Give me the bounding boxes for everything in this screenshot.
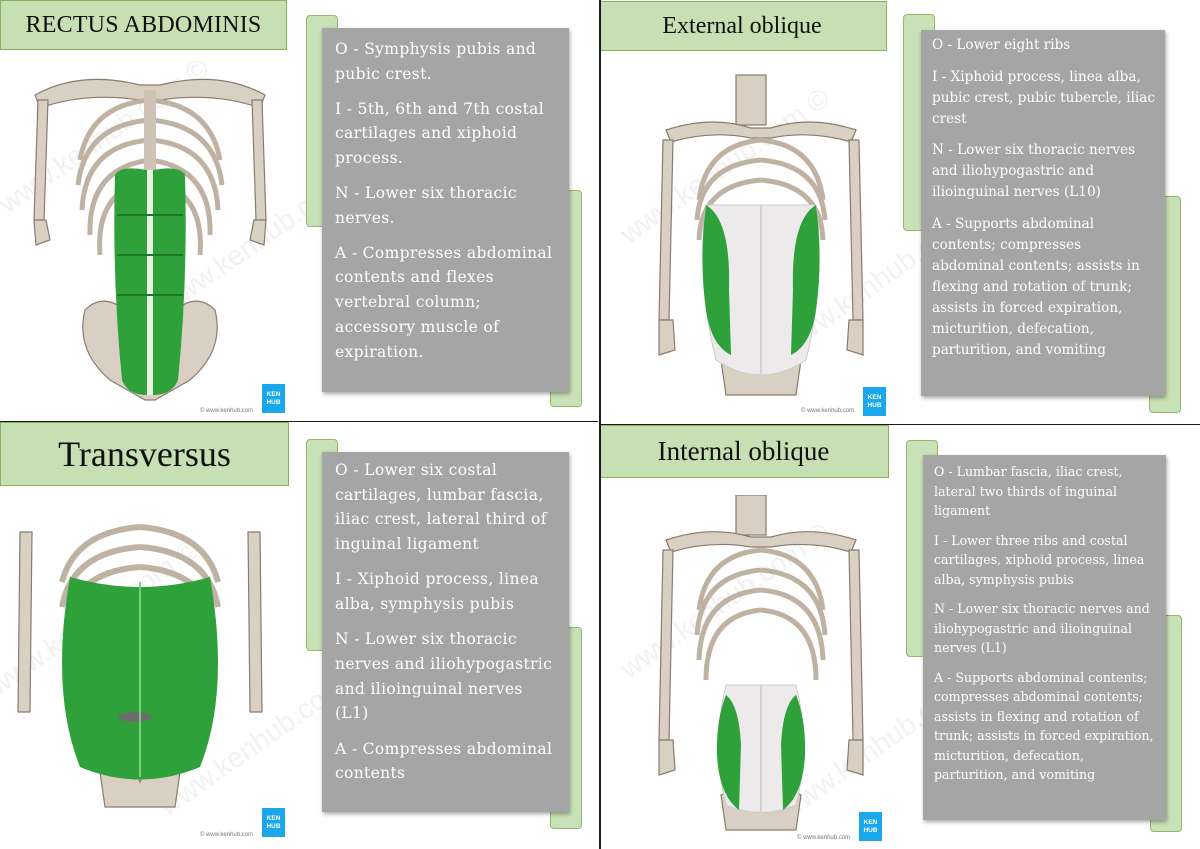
origin-text: O - Lower six costal cartilages, lumbar … bbox=[335, 461, 547, 554]
panel-title: Internal oblique bbox=[601, 425, 889, 478]
external-oblique-muscle bbox=[702, 204, 820, 376]
horizontal-divider-left bbox=[0, 421, 598, 422]
insertion-text: I - 5th, 6th and 7th costal cartilages a… bbox=[335, 99, 545, 168]
copyright-text: © www.kenhub.com bbox=[797, 835, 851, 841]
panel-internal-oblique: www.kenhub.com © www.kenhub.com © Intern… bbox=[601, 425, 1200, 849]
vertical-divider bbox=[599, 0, 601, 849]
copyright-text: © www.kenhub.com bbox=[801, 408, 855, 414]
nerve-text: N - Lower six thoracic nerves. bbox=[335, 183, 517, 227]
transversus-illustration bbox=[17, 524, 263, 808]
info-card: O - Symphysis pubis and pubic crest. I -… bbox=[322, 28, 569, 392]
origin-text: O - Lumbar fascia, iliac crest, lateral … bbox=[934, 464, 1123, 518]
action-text: A - Supports abdominal contents; compres… bbox=[934, 669, 1154, 783]
rectus-muscle bbox=[114, 168, 186, 395]
action-text: A - Compresses abdominal contents bbox=[335, 739, 553, 783]
internal-oblique-muscle bbox=[716, 684, 806, 813]
panel-title: RECTUS ABDOMINIS bbox=[0, 0, 287, 50]
nerve-text: N - Lower six thoracic nerves and iliohy… bbox=[932, 142, 1136, 200]
panel-title: Transversus bbox=[0, 422, 289, 486]
nerve-text: N - Lower six thoracic nerves and iliohy… bbox=[934, 601, 1150, 655]
panel-rectus-abdominis: www.kenhub.com © www.kenhub.com © bbox=[0, 0, 599, 421]
insertion-text: I - Xiphoid process, linea alba, pubic c… bbox=[932, 68, 1155, 127]
insertion-text: I - Lower three ribs and costal cartilag… bbox=[934, 532, 1145, 587]
origin-text: O - Lower eight ribs bbox=[932, 37, 1071, 53]
transversus-muscle bbox=[62, 577, 218, 780]
copyright-text: © www.kenhub.com bbox=[200, 832, 254, 838]
nerve-text: N - Lower six thoracic nerves and iliohy… bbox=[335, 630, 553, 723]
rectus-abdominis-illustration bbox=[33, 78, 267, 401]
copyright-text: © www.kenhub.com bbox=[200, 408, 254, 414]
panel-transversus: www.kenhub.com © www.kenhub.com © Transv… bbox=[0, 422, 599, 849]
info-card: O - Lumbar fascia, iliac crest, lateral … bbox=[923, 455, 1166, 820]
action-text: A - Compresses abdominal contents and fl… bbox=[335, 243, 553, 361]
info-card: O - Lower eight ribs I - Xiphoid process… bbox=[921, 30, 1165, 396]
info-card: O - Lower six costal cartilages, lumbar … bbox=[322, 452, 569, 812]
horizontal-divider-right bbox=[601, 424, 1200, 425]
internal-oblique-illustration bbox=[658, 495, 864, 831]
action-text: A - Supports abdominal contents; compres… bbox=[932, 215, 1140, 358]
insertion-text: I - Xiphoid process, linea alba, symphys… bbox=[335, 570, 539, 614]
panel-title: External oblique bbox=[601, 1, 887, 51]
panel-external-oblique: www.kenhub.com © www.kenhub.com © Extern… bbox=[601, 0, 1200, 424]
origin-text: O - Symphysis pubis and pubic crest. bbox=[335, 40, 537, 83]
external-oblique-illustration bbox=[658, 74, 864, 396]
